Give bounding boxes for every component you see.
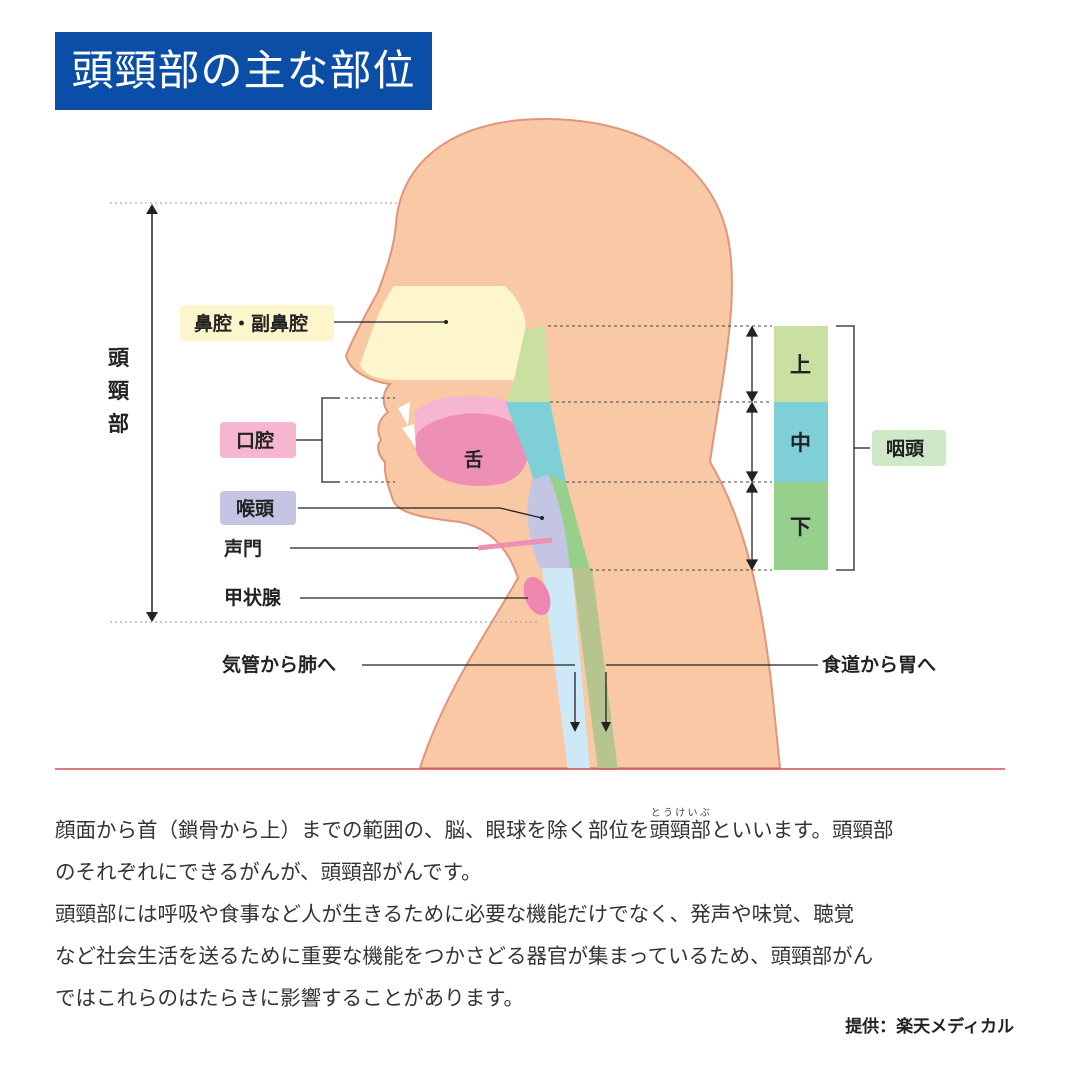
nasal-dot xyxy=(444,320,448,324)
pharynx-upper-box xyxy=(774,326,828,402)
nasal-label: 鼻腔・副鼻腔 xyxy=(194,312,308,335)
esophagus-label: 食道から胃へ xyxy=(822,653,936,676)
description: 顔面から首（鎖骨から上）までの範囲の、脳、眼球を除く部位を頭頸部とうけいぶといい… xyxy=(55,808,1035,1019)
trachea-label: 気管から肺へ xyxy=(222,653,336,676)
trachea-region xyxy=(542,568,590,770)
glottis-mark xyxy=(477,537,553,551)
oral-label: 口腔 xyxy=(236,429,274,452)
larynx-label-bg xyxy=(220,491,296,525)
teeth-icon xyxy=(398,402,416,448)
ruby-term: 頭頸部とうけいぶ xyxy=(649,808,712,842)
credit: 提供：楽天メディカル xyxy=(845,1017,1014,1037)
oropharynx-region xyxy=(506,402,566,482)
larynx-region xyxy=(527,474,570,568)
arrow-down-icon xyxy=(146,612,158,622)
oral-label-bg xyxy=(220,422,296,458)
description-line-1: 顔面から首（鎖骨から上）までの範囲の、脳、眼球を除く部位を頭頸部とうけいぶといい… xyxy=(55,808,894,842)
pharynx-middle-label: 中 xyxy=(790,431,811,455)
larynx-dot xyxy=(540,516,544,520)
pharynx-label: 咽頭 xyxy=(886,438,925,460)
glottis-label: 声門 xyxy=(223,537,262,560)
arrow-up-icon xyxy=(146,204,158,214)
pharynx-bracket xyxy=(836,325,855,571)
nasal-cavity-region xyxy=(360,286,526,380)
pharynx-lower-label: 下 xyxy=(790,515,811,539)
oral-bracket xyxy=(321,397,340,483)
larynx-label: 喉頭 xyxy=(236,497,275,520)
tongue-region xyxy=(414,413,529,487)
nasal-label-bg xyxy=(180,305,334,341)
head-neck-diagram: 頭頸部 鼻腔・副鼻腔 口腔 舌 喉頭 声門 甲状腺 気管から肺へ 食道から胃へ xyxy=(55,118,1005,770)
pharynx-arrows xyxy=(745,325,759,571)
thyroid-label: 甲状腺 xyxy=(224,586,282,609)
description-line-4: など社会生活を送るために重要な機能をつかさどる器官が集まっているため、頭頸部がん xyxy=(55,944,874,968)
esophagus-arrow-down-icon xyxy=(601,722,611,732)
hypopharynx-region xyxy=(548,474,590,570)
trachea-arrow-down-icon xyxy=(570,722,580,732)
tongue-label: 舌 xyxy=(464,448,483,471)
description-line-5: ではこれらのはたらきに影響することがあります。 xyxy=(55,986,525,1010)
description-line-2: のそれぞれにできるがんが、頭頸部がんです。 xyxy=(55,860,482,884)
larynx-leader xyxy=(298,507,543,519)
pharynx-upper-label: 上 xyxy=(790,353,811,377)
nasopharynx-region xyxy=(506,326,550,402)
diagram-title: 頭頸部の主な部位 xyxy=(55,32,432,110)
region-label: 頭頸部 xyxy=(108,346,130,436)
pharynx-label-bg xyxy=(872,430,946,466)
head-neck-silhouette xyxy=(344,118,782,769)
pharynx-middle-box xyxy=(774,402,828,482)
thyroid-region xyxy=(523,576,551,616)
description-line-3: 頭頸部には呼吸や食事など人が生きるために必要な機能だけでなく、発声や味覚、聴覚 xyxy=(55,902,855,926)
pharynx-lower-box xyxy=(774,482,828,570)
